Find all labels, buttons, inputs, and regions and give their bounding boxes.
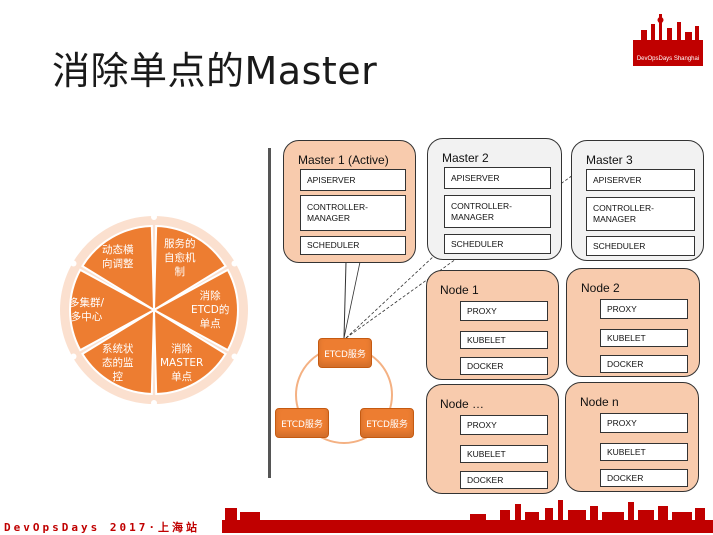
proxy-box: PROXY xyxy=(460,301,548,321)
proxy-box: PROXY xyxy=(460,415,548,435)
ring-label-self-heal: 服务的自愈机制 xyxy=(164,238,196,278)
node-n-panel: Node n PROXY KUBELET DOCKER xyxy=(565,382,699,492)
apiserver-box: APISERVER xyxy=(300,169,406,191)
master-1-panel: Master 1 (Active) APISERVER CONTROLLER-M… xyxy=(283,140,416,263)
footer-skyline xyxy=(0,500,713,533)
kubelet-box: KUBELET xyxy=(460,445,548,463)
master-title: Master 1 (Active) xyxy=(298,153,389,167)
ring-arrow-tip xyxy=(231,260,238,267)
master-title: Master 2 xyxy=(442,151,489,165)
node-title: Node … xyxy=(440,397,485,411)
scheduler-box: SCHEDULER xyxy=(586,236,695,256)
etcd-service-right: ETCD服务 xyxy=(360,408,414,438)
docker-box: DOCKER xyxy=(460,357,548,375)
master-2-panel: Master 2 APISERVER CONTROLLER-MANAGER SC… xyxy=(427,138,562,260)
docker-box: DOCKER xyxy=(600,355,688,373)
apiserver-box: APISERVER xyxy=(444,167,551,189)
ring-arrow-tip xyxy=(70,353,77,360)
page-title: 消除单点的Master xyxy=(52,49,378,93)
etcd-service-top: ETCD服务 xyxy=(318,338,372,368)
proxy-box: PROXY xyxy=(600,299,688,319)
node-title: Node n xyxy=(580,395,619,409)
master-3-panel: Master 3 APISERVER CONTROLLER-MANAGER SC… xyxy=(571,140,704,261)
kubelet-box: KUBELET xyxy=(600,329,688,347)
ring-label-monitor: 系统状态的监控 xyxy=(102,343,134,383)
node-1-panel: Node 1 PROXY KUBELET DOCKER xyxy=(426,270,559,380)
ring-segment xyxy=(151,268,239,352)
docker-box: DOCKER xyxy=(600,469,688,487)
node-2-panel: Node 2 PROXY KUBELET DOCKER xyxy=(566,268,700,377)
node-title: Node 2 xyxy=(581,281,620,295)
divider xyxy=(268,148,271,478)
ring-segment xyxy=(152,224,227,312)
ring-segment xyxy=(81,224,156,312)
kubelet-box: KUBELET xyxy=(600,443,688,461)
ring-label-scale: 动态横向调整 xyxy=(102,244,134,270)
master-title: Master 3 xyxy=(586,153,633,167)
kubelet-box: KUBELET xyxy=(460,331,548,349)
controller-manager-box: CONTROLLER-MANAGER xyxy=(586,197,695,231)
logo-text: DevOpsDays Shanghai xyxy=(636,56,700,62)
apiserver-box: APISERVER xyxy=(586,169,695,191)
footer-text: DevOpsDays 2017·上海站 xyxy=(4,521,200,534)
ring-label-multicluster: 多集群/多中心 xyxy=(69,297,105,323)
ring-arrow-tip xyxy=(151,400,157,406)
node-title: Node 1 xyxy=(440,283,479,297)
ring-segments xyxy=(60,214,248,406)
scheduler-box: SCHEDULER xyxy=(444,234,551,254)
scheduler-box: SCHEDULER xyxy=(300,236,406,255)
docker-box: DOCKER xyxy=(460,471,548,489)
controller-manager-box: CONTROLLER-MANAGER xyxy=(300,195,406,231)
node-ellipsis-panel: Node … PROXY KUBELET DOCKER xyxy=(426,384,559,494)
ring-segment xyxy=(81,308,156,396)
ring-arrow-tip xyxy=(151,214,157,220)
etcd-service-left: ETCD服务 xyxy=(275,408,329,438)
controller-manager-box: CONTROLLER-MANAGER xyxy=(444,195,551,228)
proxy-box: PROXY xyxy=(600,413,688,433)
ring-segment xyxy=(69,268,157,352)
ring-segment xyxy=(152,308,227,396)
devopsdays-logo: DevOpsDays Shanghai xyxy=(633,10,703,70)
ring-arrow-tip xyxy=(231,353,238,360)
ring-arrow-tip xyxy=(70,260,77,267)
